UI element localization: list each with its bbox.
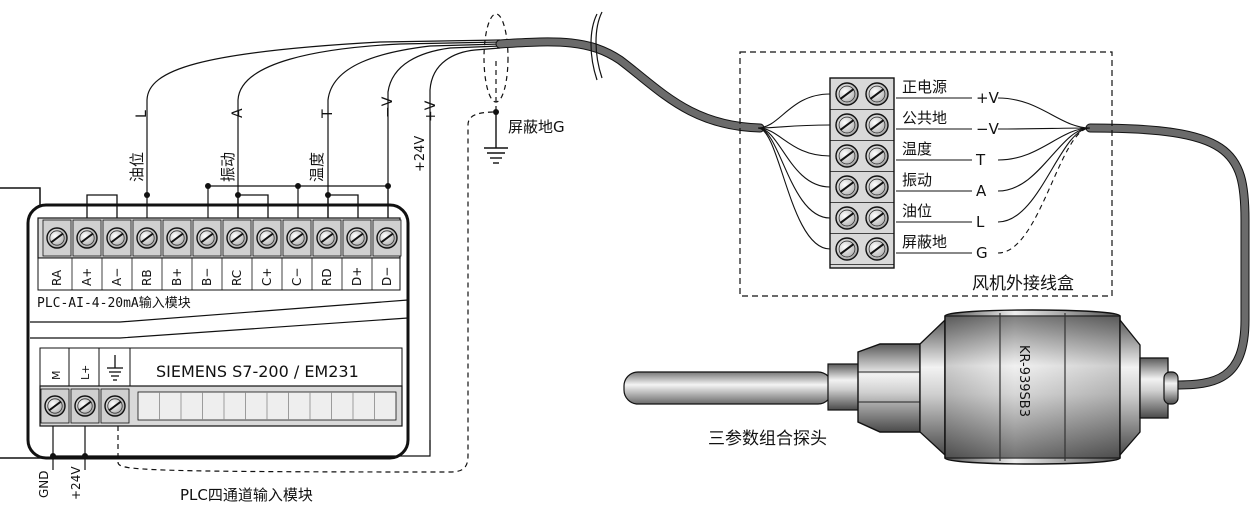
probe-caption: 三参数组合探头 — [708, 429, 827, 449]
junction-screw-icon — [865, 82, 889, 106]
wire-label-vplus: +V — [423, 100, 439, 122]
terminal-screw-icon — [76, 227, 98, 249]
junction-row-signal: −V — [976, 120, 1000, 138]
terminal-label: RB — [140, 269, 154, 286]
wire-label-plus24: +24V — [413, 136, 428, 172]
junction-screw-icon — [835, 237, 859, 261]
wire-label-oil: 油位 — [128, 152, 146, 182]
shield-label: 屏蔽地G — [508, 118, 565, 136]
junction-screw-icon — [865, 206, 889, 230]
junction-terminal-block — [829, 77, 895, 269]
terminal-screw-icon — [346, 227, 368, 249]
power-terminal-screw-icon — [104, 395, 126, 417]
wire-l — [146, 39, 501, 218]
plc-divider — [30, 299, 409, 323]
junction-row-name: 屏蔽地 — [902, 233, 947, 251]
probe-rod — [623, 371, 833, 405]
wire-label-group: L 油位 A 振动 T 温度 −V +V +24V GND +24V — [37, 96, 439, 500]
junction-screw-icon — [835, 175, 859, 199]
terminal-label: C− — [290, 268, 304, 286]
junction-box: 正电源 +V 公共地 −V 温度 T 振动 A 油位 L 屏蔽地 G 风机外接线盒 — [739, 51, 1113, 297]
wire-label-t: T — [320, 109, 336, 119]
power-terminal-screw-icon — [44, 395, 66, 417]
ground-icon — [107, 355, 123, 381]
terminal-label: RC — [230, 270, 244, 286]
probe-hex-nut — [857, 343, 921, 433]
terminal-screw-icon — [286, 227, 308, 249]
power-terminal-m: M — [50, 371, 63, 381]
terminal-screw-icon — [46, 227, 68, 249]
junction-row-signal: G — [976, 244, 988, 262]
junction-box-title: 风机外接线盒 — [972, 274, 1074, 294]
shield-ring — [483, 13, 509, 103]
junction-screw-icon — [835, 144, 859, 168]
common-bus — [207, 185, 389, 218]
junction-screw-icon — [865, 175, 889, 199]
power-terminal-lplus: L+ — [79, 365, 92, 380]
signal-wires — [52, 39, 501, 470]
terminal-screw-icon — [226, 227, 248, 249]
gnd-label: GND — [37, 470, 51, 498]
wire-label-temperature: 温度 — [308, 152, 326, 182]
probe: KR-939SB3 — [623, 309, 1179, 465]
earth-ground-icon — [484, 112, 508, 164]
terminal-label: D− — [380, 267, 394, 286]
wire-label-a: A — [230, 108, 246, 118]
junction-box-outline — [739, 51, 1113, 297]
brand-label: SIEMENS S7-200 / EM231 — [156, 362, 359, 381]
junction-row-name: 振动 — [902, 171, 932, 189]
terminal-label: RA — [50, 269, 64, 286]
junction-row-signal: T — [975, 151, 986, 169]
terminal-screw-icon — [376, 227, 398, 249]
wire-label-vminus: −V — [380, 96, 396, 118]
junction-screw-icon — [835, 113, 859, 137]
junction-screw-icon — [835, 82, 859, 106]
probe-model: KR-939SB3 — [1016, 345, 1031, 417]
plus24-bottom-label: +24V — [69, 466, 83, 500]
terminal-label: A+ — [80, 268, 94, 286]
terminal-label: B− — [200, 268, 214, 286]
junction-row-name: 油位 — [902, 202, 932, 220]
terminal-label: C+ — [260, 268, 274, 286]
junction-screw-icon — [865, 144, 889, 168]
junction-row-name: 温度 — [902, 140, 932, 158]
junction-screw-icon — [835, 206, 859, 230]
junction-row-name: 公共地 — [902, 109, 947, 127]
junction-screw-icon — [865, 237, 889, 261]
plc-divider-2 — [30, 317, 409, 339]
terminal-screw-icon — [316, 227, 338, 249]
shield-wire — [117, 60, 497, 473]
junction-screw-icon — [865, 113, 889, 137]
main-cable — [495, 11, 1250, 390]
terminal-label-strip — [37, 257, 401, 291]
junction-row-signal: L — [976, 213, 985, 231]
junction-row-signal: A — [976, 182, 987, 200]
terminal-label: A− — [110, 268, 124, 286]
terminal-screw-icon — [256, 227, 278, 249]
terminal-screw-icon — [166, 227, 188, 249]
junction-row-signal: +V — [976, 89, 1000, 107]
terminal-label: RD — [320, 268, 334, 286]
terminal-screw-icon — [196, 227, 218, 249]
wire-label-vibration: 振动 — [219, 152, 237, 182]
junction-row-name: 正电源 — [902, 78, 947, 96]
terminal-label: B+ — [170, 268, 184, 286]
terminal-screw-icon — [136, 227, 158, 249]
wire-label-l: L — [134, 110, 150, 118]
plc-module: RA A+ A− RB B+ B− RC C+ C− RD D+ D− PLC-AI-4-20mA输入… — [0, 187, 410, 460]
power-terminal-screw-icon — [74, 395, 96, 417]
terminal-label: D+ — [350, 267, 364, 286]
plc-caption: PLC四通道输入模块 — [180, 486, 313, 504]
terminal-screw-icon — [106, 227, 128, 249]
module-label: PLC-AI-4-20mA输入模块 — [37, 295, 191, 311]
